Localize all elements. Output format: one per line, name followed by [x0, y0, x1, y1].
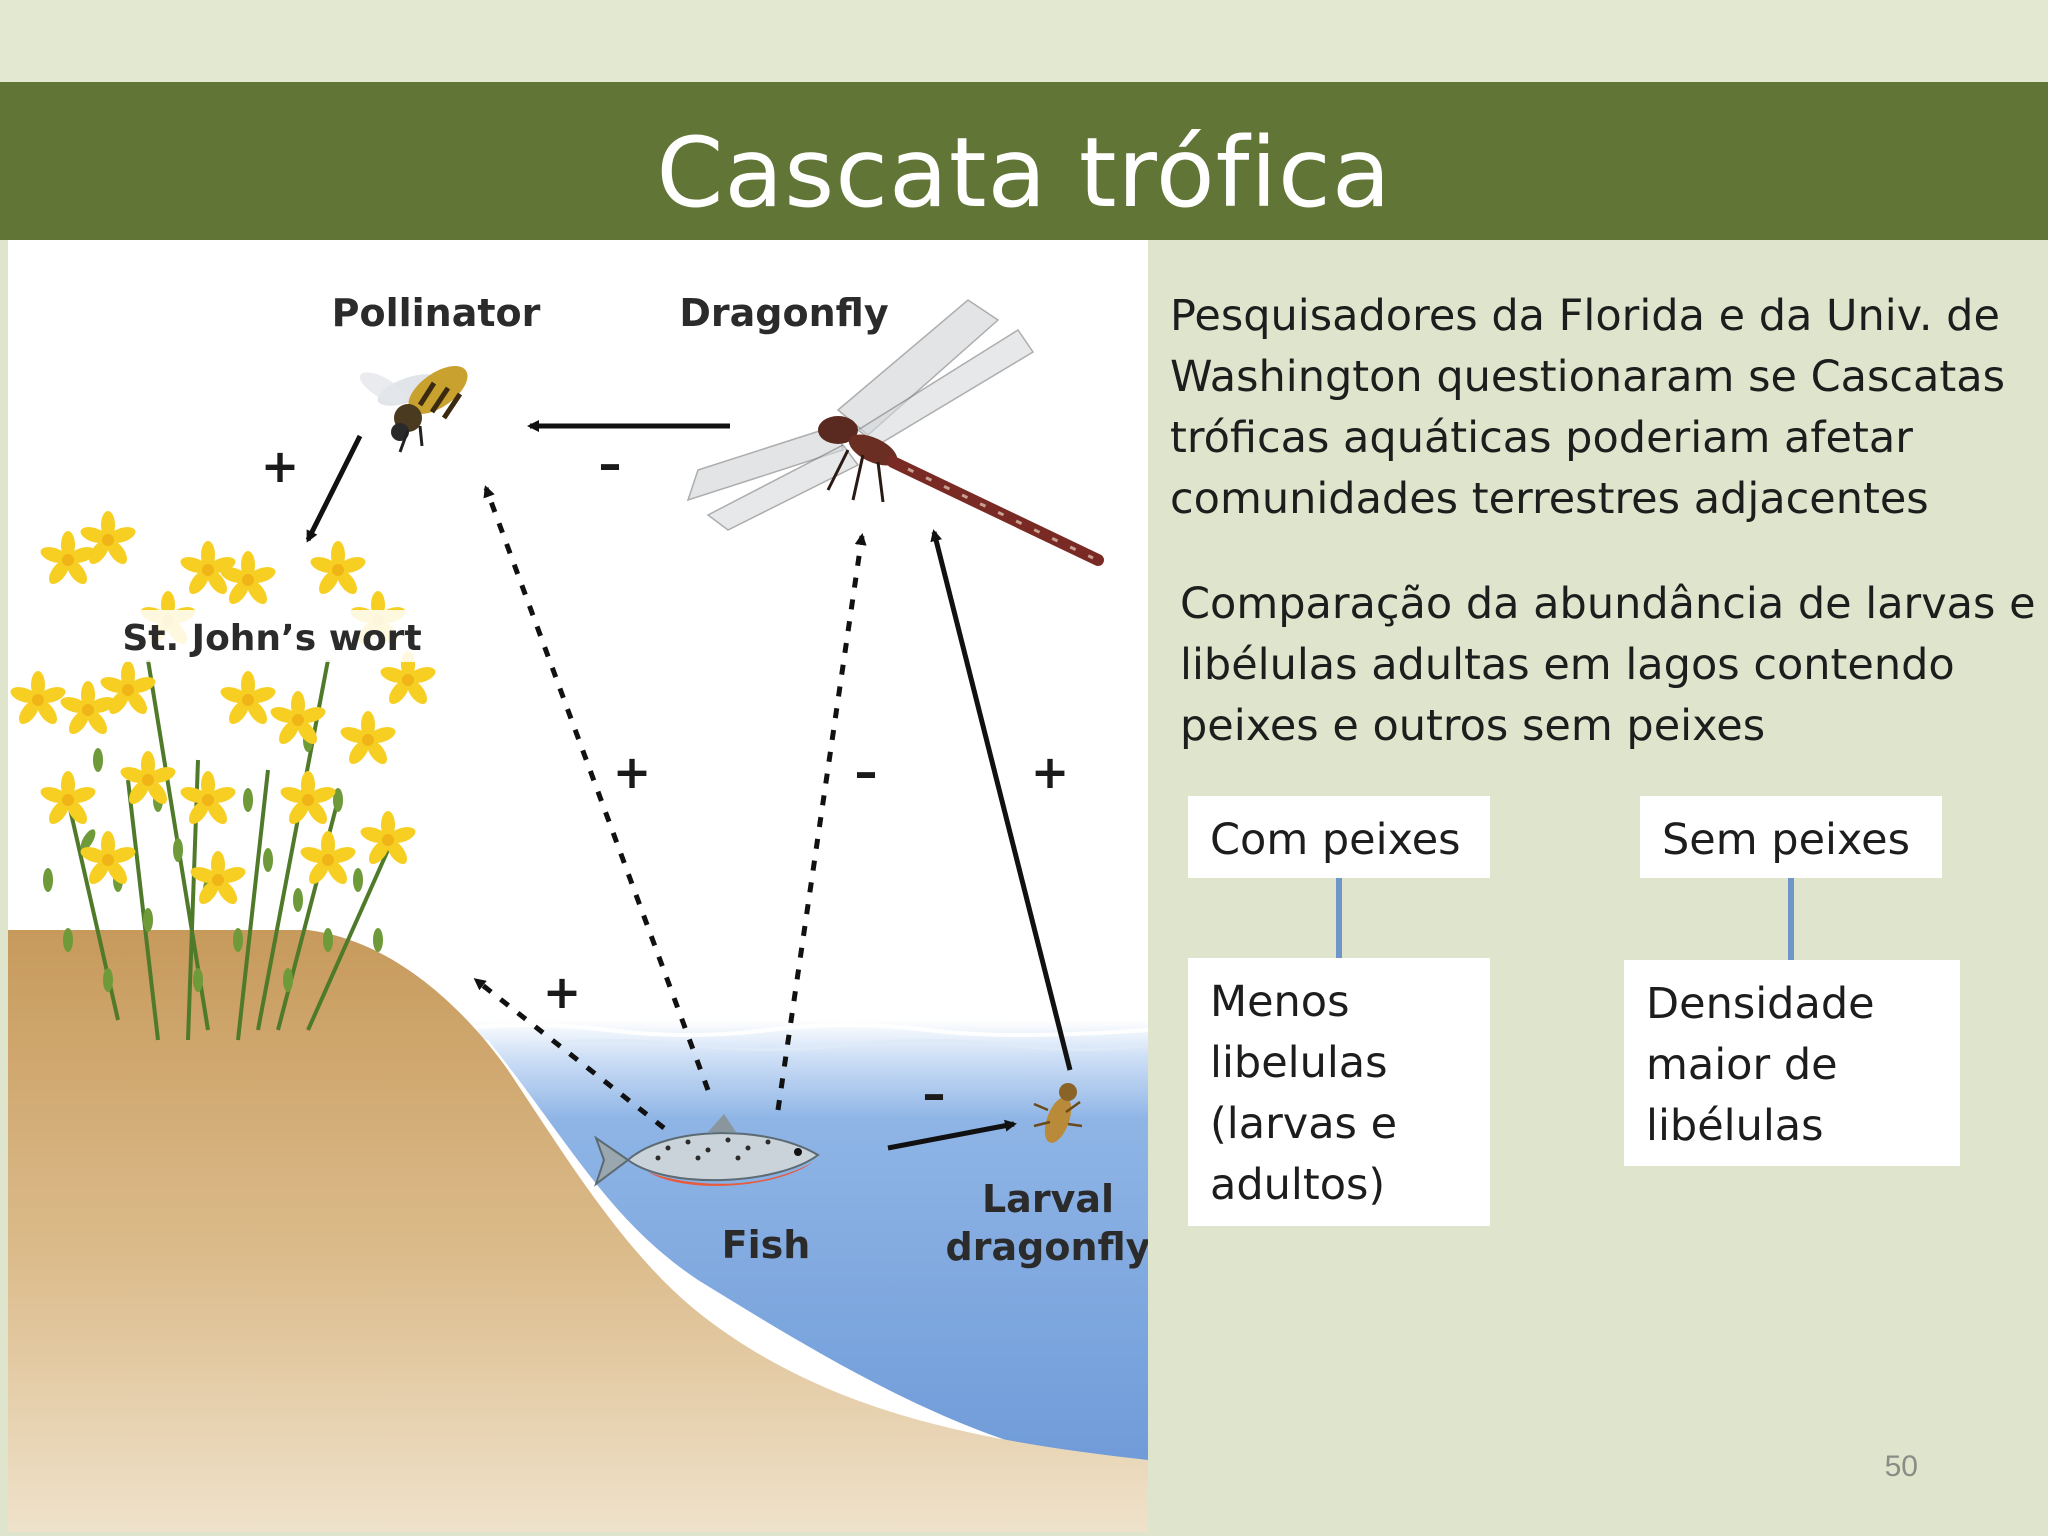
yellow-flowers	[8, 511, 438, 908]
label-dragonfly: Dragonfly	[679, 291, 888, 335]
shoreline-soil	[8, 930, 1148, 1532]
sign-larva-to-dragonfly: +	[1031, 745, 1070, 799]
larval-dragonfly	[1033, 1083, 1083, 1143]
without-fish-connector	[1788, 878, 1794, 960]
sign-fish-to-pollinator: +	[613, 745, 652, 799]
comparison-paragraph: Comparação da abundância de larvas e lib…	[1180, 579, 2036, 751]
with-fish-header-box: Com peixes	[1188, 796, 1490, 878]
label-larval-dragonfly-line1: Larval	[982, 1177, 1114, 1221]
water-surface-line	[447, 1023, 1148, 1037]
sign-dragonfly-to-pollinator: –	[599, 437, 622, 491]
arrow-fish-to-pollinator	[483, 485, 711, 1091]
top-band	[0, 0, 2048, 82]
page-number: 50	[1884, 1450, 1918, 1483]
arrow-fish-to-dragonfly	[775, 533, 867, 1111]
arrow-fish-to-larva	[887, 1119, 1017, 1151]
with-fish-connector	[1336, 878, 1342, 958]
with-fish-result-box: Menos libelulas (larvas e adultos)	[1188, 958, 1490, 1226]
sign-pollinator-to-plant: +	[261, 439, 300, 493]
sign-fish-to-plant: +	[543, 965, 582, 1019]
intro-paragraph: Pesquisadores da Florida e da Univ. de W…	[1170, 291, 2005, 524]
without-fish-header-box: Sem peixes	[1640, 796, 1942, 878]
label-pollinator: Pollinator	[332, 291, 541, 335]
arrow-fish-to-plant	[473, 978, 666, 1130]
label-fish: Fish	[722, 1223, 811, 1267]
label-st-johns-wort: St. John’s wort	[122, 618, 421, 659]
lake-water	[338, 1020, 1148, 1470]
label-larval-dragonfly-line2: dragonfly	[946, 1225, 1148, 1269]
slide-title: Cascata trófica	[656, 117, 1392, 229]
without-fish-result-box: Densidade maior de libélulas	[1624, 960, 1960, 1166]
sign-fish-to-dragonfly: –	[855, 745, 878, 799]
fish	[593, 1114, 820, 1187]
title-bar	[0, 82, 2048, 240]
sign-fish-to-larva: –	[923, 1067, 946, 1121]
trophic-cascade-diagram: + – + – + + – Pollinator Dragonfly St. J…	[8, 240, 1148, 1532]
arrow-pollinator-to-plant	[305, 434, 363, 543]
arrow-larva-to-dragonfly	[930, 529, 1073, 1071]
pollinator-bee	[359, 366, 468, 453]
dragonfly	[686, 299, 1104, 566]
